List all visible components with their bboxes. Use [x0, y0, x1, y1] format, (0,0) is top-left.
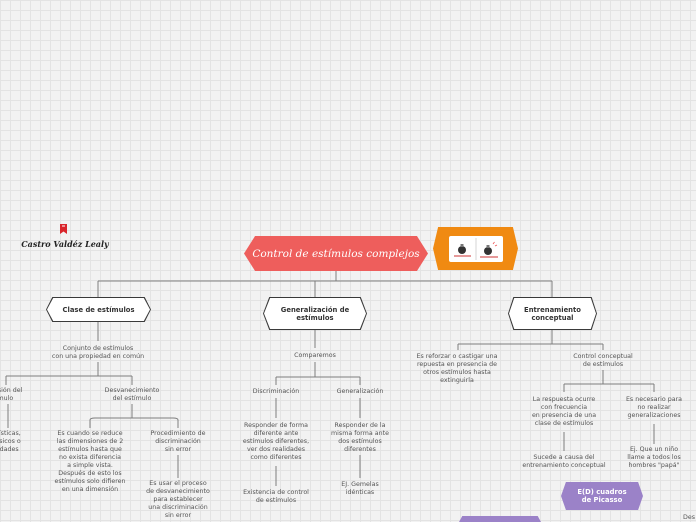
image-topic[interactable] [433, 227, 518, 270]
respuesta-subtopic[interactable]: La respuesta ocurre con frecuencia en pr… [531, 396, 597, 427]
branch-generalizacion[interactable]: Generalización de estímulos [263, 297, 367, 330]
procedimiento-detail[interactable]: Es usar el proceso de desvanecimiento pa… [146, 480, 210, 519]
control-conceptual-subtopic[interactable]: Control conceptual de estímulos [573, 353, 633, 368]
edge-text[interactable]: Des [683, 514, 696, 521]
picasso-label: E(D) cuadros de Picasso [577, 488, 627, 504]
dimension-detail[interactable]: terísticas, s físicos o piedades [0, 430, 21, 453]
generalizacion-example[interactable]: EJ. Gemelas idénticas [341, 481, 379, 496]
clase-subtopic[interactable]: Conjunto de estímulos con una propiedad … [51, 345, 145, 360]
generalizacion-subtopic[interactable]: Generalización [336, 388, 384, 395]
dimension-subtopic[interactable]: ensión del stímulo [0, 387, 23, 402]
discriminacion-detail-2[interactable]: Existencia de control de estímulos [243, 489, 309, 504]
desvanecimiento-detail[interactable]: Es cuando se reduce las dimensiones de 2… [54, 430, 126, 493]
discriminacion-subtopic[interactable]: Discriminación [252, 388, 300, 395]
desvanecimiento-subtopic[interactable]: Desvanecimiento del estímulo [104, 387, 160, 402]
author-name: Castro Valdéz Lealy [21, 239, 109, 249]
branch-generalizacion-label: Generalización de estímulos [264, 298, 366, 329]
lightbulbs-image [448, 235, 503, 262]
partial-purple-topic[interactable] [459, 516, 541, 522]
generalizacion-detail[interactable]: Responder de la misma forma ante dos est… [331, 422, 389, 453]
central-topic-label: Control de estímulos complejos [252, 247, 420, 260]
procedimiento-subtopic[interactable]: Procedimiento de discriminación sin erro… [150, 430, 206, 453]
picasso-topic[interactable]: E(D) cuadros de Picasso [561, 482, 643, 510]
branch-clase-de-estimulos[interactable]: Clase de estímulos [46, 297, 151, 322]
author-icon [59, 220, 69, 234]
branch-clase-label: Clase de estímulos [47, 298, 150, 321]
discriminacion-detail[interactable]: Responder de forma diferente ante estímu… [242, 422, 310, 461]
comparemos-subtopic[interactable]: Comparemos [294, 352, 336, 359]
branch-entrenamiento[interactable]: Entrenamiento conceptual [508, 297, 597, 330]
branch-entrenamiento-label: Entrenamiento conceptual [509, 298, 596, 329]
necesario-subtopic[interactable]: Es necesario para no realizar generaliza… [625, 396, 683, 419]
reforzar-subtopic[interactable]: Es reforzar o castigar una repuesta en p… [416, 353, 498, 384]
causa-detail[interactable]: Sucede a causa del entrenamiento concept… [522, 454, 606, 469]
central-topic[interactable]: Control de estímulos complejos [244, 236, 428, 271]
ejemplo-detail[interactable]: Ej. Que un niño llame a todos los hombre… [627, 446, 681, 469]
